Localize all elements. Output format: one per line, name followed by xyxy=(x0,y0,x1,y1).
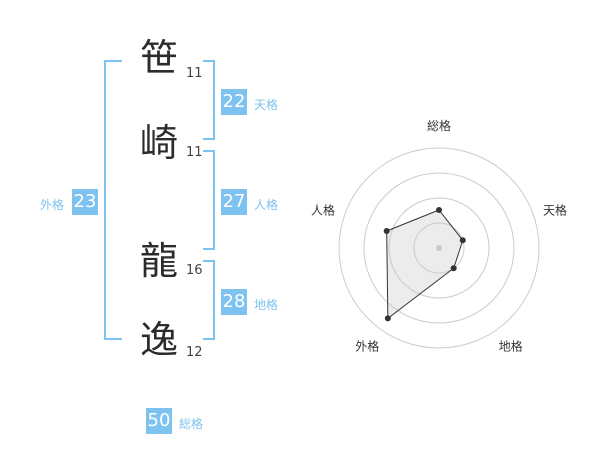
soukaku-label: 総格 xyxy=(179,417,204,431)
radar-ring xyxy=(338,147,540,349)
radar-axis-label: 人格 xyxy=(311,202,335,217)
soukaku-value: 50 xyxy=(146,408,172,434)
radar-ring xyxy=(363,172,515,324)
stroke-count-2: 11 xyxy=(186,145,203,160)
name-char-2: 崎 xyxy=(140,121,179,165)
stroke-count-3: 16 xyxy=(186,263,203,278)
chikaku-value: 28 xyxy=(221,289,247,315)
name-char-3: 龍 xyxy=(140,239,179,283)
jinkaku-value: 27 xyxy=(221,189,247,215)
radar-center xyxy=(436,245,442,251)
name-char-1: 笹 xyxy=(140,36,179,80)
radar-ring xyxy=(413,222,465,274)
radar-point xyxy=(383,228,390,235)
radar-point xyxy=(436,207,442,213)
name-char-4: 逸 xyxy=(140,318,179,362)
gaikaku-label: 外格 xyxy=(40,198,65,212)
chikaku-bracket xyxy=(203,260,215,340)
radar-point xyxy=(459,237,466,244)
radar-series-polygon xyxy=(386,209,464,320)
gaikaku-bracket xyxy=(104,60,122,340)
radar-ring xyxy=(388,197,490,299)
jinkaku-bracket xyxy=(203,150,215,250)
radar-axis-label: 天格 xyxy=(543,202,567,217)
jinkaku-label: 人格 xyxy=(254,198,279,212)
stroke-count-4: 12 xyxy=(186,345,203,360)
chikaku-label: 地格 xyxy=(254,298,279,312)
radar-point xyxy=(450,265,457,272)
tenkaku-bracket xyxy=(203,60,215,140)
tenkaku-label: 天格 xyxy=(254,98,279,112)
radar-point xyxy=(384,315,391,322)
tenkaku-value: 22 xyxy=(221,89,247,115)
radar-axis-label: 地格 xyxy=(499,339,523,354)
radar-axis-label: 外格 xyxy=(355,339,379,354)
stroke-count-1: 11 xyxy=(186,66,203,81)
gaikaku-value: 23 xyxy=(72,189,98,215)
radar-axis-label: 総格 xyxy=(427,118,451,133)
